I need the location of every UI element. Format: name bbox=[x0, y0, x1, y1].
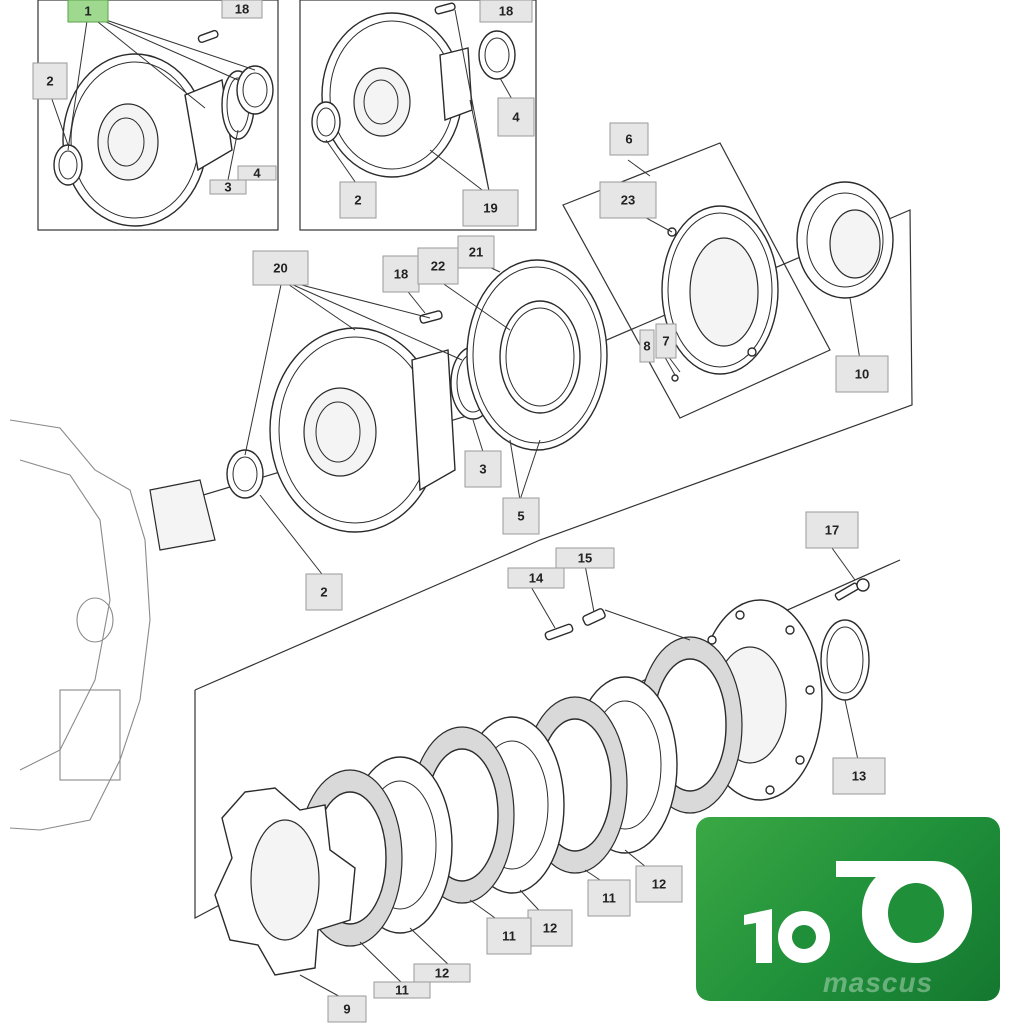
callout-11c: 11 bbox=[373, 981, 431, 999]
callout-7: 7 bbox=[655, 323, 677, 359]
inset1-gear bbox=[62, 53, 233, 227]
callout-2: 2 bbox=[32, 62, 68, 100]
callout-label: 21 bbox=[469, 244, 483, 259]
callout-12a: 12 bbox=[635, 865, 683, 903]
callout-5: 5 bbox=[502, 497, 540, 535]
thrust-plate bbox=[466, 259, 608, 451]
seal-ring bbox=[820, 619, 870, 701]
main-pin bbox=[419, 310, 443, 324]
callout-11b: 11 bbox=[486, 917, 532, 955]
callout-label: 11 bbox=[602, 890, 616, 905]
callout-label: 1 bbox=[84, 3, 91, 18]
inset-frame-left bbox=[37, 0, 279, 231]
callout-label: 4 bbox=[253, 165, 261, 180]
tractor-logo-icon bbox=[744, 861, 972, 963]
callout-12c: 12 bbox=[413, 963, 471, 983]
inset2-sleeve bbox=[478, 30, 516, 80]
callout-label: 4 bbox=[512, 109, 520, 124]
callout-12b: 12 bbox=[527, 909, 573, 947]
callout-20: 20 bbox=[252, 250, 309, 286]
callout-14: 14 bbox=[507, 567, 565, 589]
callout-label: 19 bbox=[483, 200, 497, 215]
callout-label: 5 bbox=[517, 508, 524, 523]
callout-19: 19 bbox=[462, 189, 519, 227]
callout-1: 1 bbox=[67, 0, 109, 23]
callout-6: 6 bbox=[609, 122, 649, 156]
housing-outline bbox=[9, 419, 216, 831]
callout-label: 11 bbox=[395, 982, 409, 997]
callout-label: 3 bbox=[479, 461, 486, 476]
callout-22: 22 bbox=[417, 247, 459, 285]
spring bbox=[582, 608, 606, 626]
callout-label: 14 bbox=[529, 570, 544, 585]
inset1-bushing bbox=[53, 144, 83, 186]
callout-label: 8 bbox=[643, 338, 650, 353]
callout-label: 11 bbox=[502, 928, 516, 943]
callout-label: 2 bbox=[354, 192, 361, 207]
callout-23: 23 bbox=[599, 181, 657, 219]
callout-label: 3 bbox=[224, 179, 231, 194]
inset1-sleeve bbox=[236, 65, 274, 115]
logo-wordmark: mascus bbox=[822, 967, 934, 998]
screw-small bbox=[671, 374, 679, 382]
callout-label: 6 bbox=[625, 131, 632, 146]
mascus-logo: mascus bbox=[696, 817, 1000, 1001]
callout-4: 4 bbox=[497, 97, 535, 137]
callout-8: 8 bbox=[639, 329, 655, 363]
callout-label: 22 bbox=[431, 258, 445, 273]
callout-4: 4 bbox=[237, 165, 277, 181]
main-gear bbox=[269, 327, 456, 533]
inset1-pin bbox=[197, 29, 219, 44]
spline-hub bbox=[796, 181, 894, 299]
callout-label: 10 bbox=[855, 366, 869, 381]
callout-label: 18 bbox=[394, 266, 408, 281]
main-bushing bbox=[226, 449, 264, 499]
callout-label: 12 bbox=[543, 920, 557, 935]
callout-15: 15 bbox=[555, 547, 615, 569]
bearing-carrier bbox=[661, 205, 779, 375]
callout-11a: 11 bbox=[587, 879, 631, 917]
callout-label: 12 bbox=[652, 876, 666, 891]
callout-label: 7 bbox=[662, 333, 669, 348]
callout-label: 12 bbox=[435, 965, 449, 980]
callout-18: 18 bbox=[382, 255, 420, 293]
callout-label: 2 bbox=[320, 584, 327, 599]
callout-label: 2 bbox=[46, 73, 53, 88]
callout-label: 15 bbox=[578, 550, 592, 565]
callout-21: 21 bbox=[457, 235, 495, 269]
callout-3: 3 bbox=[464, 450, 502, 488]
callout-label: 9 bbox=[343, 1001, 350, 1016]
callout-2: 2 bbox=[305, 573, 343, 611]
inset2-gear bbox=[321, 12, 473, 178]
callout-18: 18 bbox=[479, 0, 533, 23]
spring-pin bbox=[544, 623, 574, 641]
bolt bbox=[834, 578, 870, 601]
callout-label: 13 bbox=[852, 768, 866, 783]
callout-9: 9 bbox=[327, 995, 367, 1023]
backing-plate bbox=[214, 787, 356, 976]
callout-2: 2 bbox=[339, 181, 377, 219]
callout-10: 10 bbox=[835, 355, 889, 393]
callout-18: 18 bbox=[221, 0, 263, 19]
inset2-bushing bbox=[311, 101, 341, 143]
inset-frame-right bbox=[299, 0, 537, 231]
callout-label: 18 bbox=[499, 3, 513, 18]
callout-label: 23 bbox=[621, 192, 635, 207]
callout-13: 13 bbox=[832, 757, 886, 795]
callout-label: 18 bbox=[235, 1, 249, 16]
callout-label: 17 bbox=[825, 522, 839, 537]
callout-17: 17 bbox=[805, 511, 859, 549]
callout-3: 3 bbox=[209, 179, 247, 195]
callout-label: 20 bbox=[273, 260, 287, 275]
inset2-pin bbox=[434, 2, 456, 15]
